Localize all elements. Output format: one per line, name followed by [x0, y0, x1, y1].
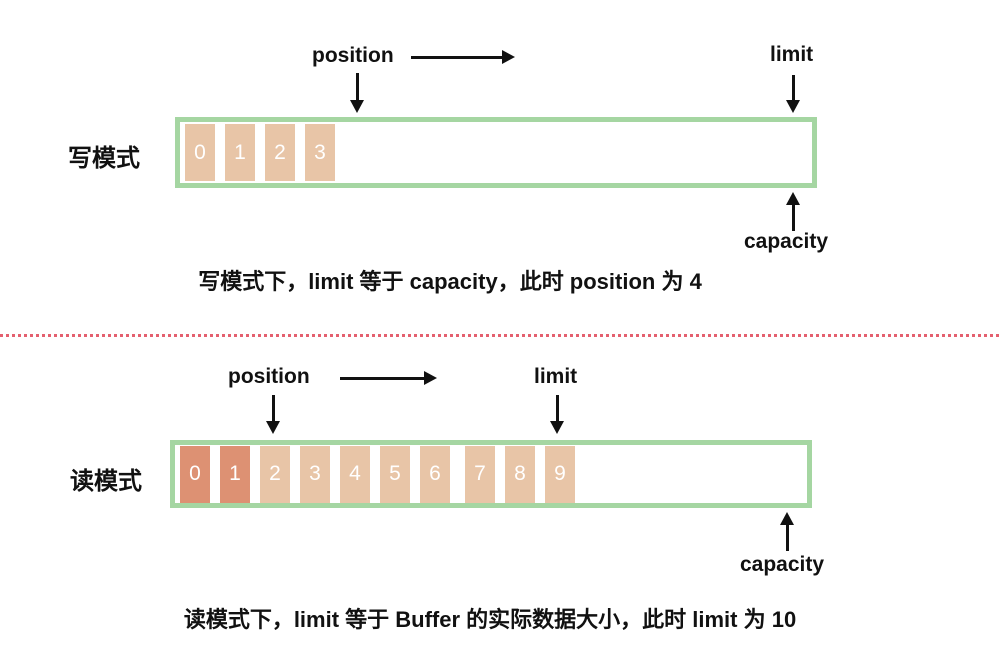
- buffer-cell-4: 4: [340, 445, 370, 503]
- read-capacity-label: capacity: [740, 553, 825, 576]
- buffer-cell-0: 0: [180, 445, 210, 503]
- position-direction-right-arrow-icon: [411, 50, 515, 64]
- arrow-head: [266, 421, 280, 434]
- arrow-head: [550, 421, 564, 434]
- arrow-shaft: [340, 376, 424, 380]
- write-position-label: position: [312, 44, 394, 67]
- write-mode-caption: 写模式下，limit 等于 capacity，此时 position 为 4: [198, 269, 702, 294]
- read-limit-label: limit: [534, 365, 578, 388]
- buffer-cell-8: 8: [505, 445, 535, 503]
- arrow-head: [786, 100, 800, 113]
- buffer-cell-7: 7: [465, 445, 495, 503]
- buffer-cell-2: 2: [260, 445, 290, 503]
- read-position-down-arrow-icon: [266, 395, 280, 434]
- buffer-cell-1: 1: [225, 124, 255, 181]
- write-position-down-arrow-icon: [350, 73, 364, 113]
- buffer-cell-6: 6: [420, 445, 450, 503]
- arrow-head: [780, 512, 794, 525]
- arrow-shaft: [271, 395, 275, 421]
- arrow-shaft: [411, 55, 502, 59]
- buffer-cell-3: 3: [305, 124, 335, 181]
- buffer-cell-0: 0: [185, 124, 215, 181]
- arrow-shaft: [355, 73, 359, 100]
- section-divider: [0, 334, 1000, 337]
- arrow-head: [502, 50, 515, 64]
- write-limit-label: limit: [770, 43, 814, 66]
- write-capacity-label: capacity: [744, 230, 829, 253]
- buffer-cell-1: 1: [220, 445, 250, 503]
- position-direction-right-arrow-icon: [340, 371, 437, 385]
- arrow-head: [350, 100, 364, 113]
- arrow-shaft: [785, 525, 789, 551]
- buffer-cell-5: 5: [380, 445, 410, 503]
- buffer-cell-2: 2: [265, 124, 295, 181]
- read-capacity-up-arrow-icon: [780, 512, 794, 551]
- write-capacity-up-arrow-icon: [786, 192, 800, 231]
- read-position-label: position: [228, 365, 310, 388]
- arrow-shaft: [555, 395, 559, 421]
- arrow-shaft: [791, 75, 795, 100]
- arrow-head: [786, 192, 800, 205]
- read-mode-caption: 读模式下，limit 等于 Buffer 的实际数据大小，此时 limit 为 …: [183, 607, 797, 632]
- read-limit-down-arrow-icon: [550, 395, 564, 434]
- read-mode-label: 读模式: [70, 468, 142, 495]
- buffer-cell-3: 3: [300, 445, 330, 503]
- write-limit-down-arrow-icon: [786, 75, 800, 113]
- write-mode-label: 写模式: [68, 145, 140, 172]
- arrow-shaft: [791, 205, 795, 231]
- buffer-cell-9: 9: [545, 445, 575, 503]
- arrow-head: [424, 371, 437, 385]
